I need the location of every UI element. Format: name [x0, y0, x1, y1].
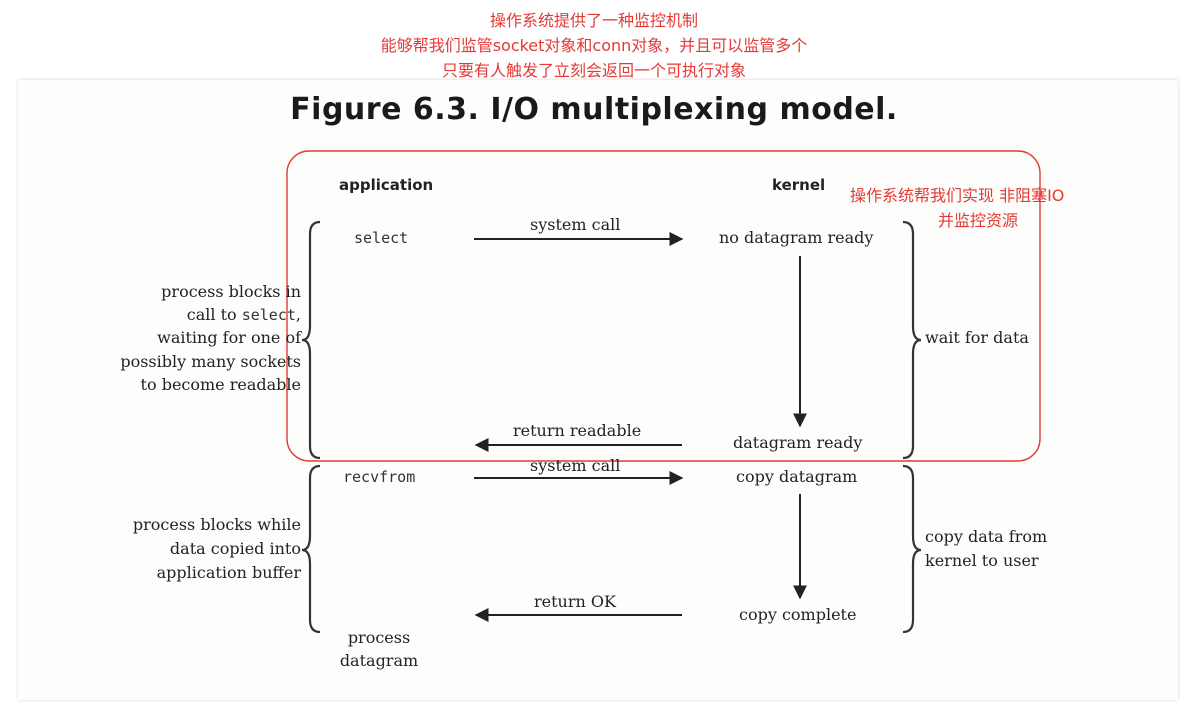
right-note-wait: wait for data [925, 328, 1029, 347]
left-note-1-line5: to become readable [140, 375, 301, 394]
left-note-1-line3: waiting for one of [157, 328, 301, 347]
right-brace-wait [902, 220, 922, 460]
left-brace-wait [301, 220, 321, 460]
call-select: select [354, 229, 409, 247]
left-note-1-line2: call to select, [100, 305, 301, 324]
left-brace-copy [301, 464, 321, 634]
right-brace-copy [902, 464, 922, 634]
right-note-copy-line1: copy data from [925, 527, 1048, 546]
left-note-2-line1: process blocks while [132, 515, 301, 534]
left-note-1-line2-code: select [241, 306, 296, 324]
label-system-call-2: system call [530, 456, 621, 475]
label-return-ok: return OK [534, 592, 616, 611]
left-note-2-line3: application buffer [156, 563, 301, 582]
figure-title: Figure 6.3. I/O multiplexing model. [290, 92, 898, 127]
annotation-side-line-2: 并监控资源 [938, 211, 1019, 230]
left-note-1-line2-suffix: , [295, 305, 301, 324]
left-note-1-line1: process blocks in [161, 282, 301, 301]
annotation-line-2: 能够帮我们监管socket对象和conn对象，并且可以监管多个 [380, 36, 808, 55]
figure-panel [18, 80, 1178, 700]
right-note-copy-line2: kernel to user [925, 551, 1039, 570]
annotation-line-3: 只要有人触发了立刻会返回一个可执行对象 [441, 61, 746, 80]
label-system-call-1: system call [530, 215, 621, 234]
state-copy-datagram: copy datagram [736, 467, 858, 486]
process-datagram-line1: process [347, 628, 411, 647]
highlight-box [286, 150, 1041, 462]
state-copy-complete: copy complete [739, 605, 857, 624]
state-no-datagram-ready: no datagram ready [719, 228, 874, 247]
call-recvfrom: recvfrom [343, 468, 416, 486]
left-note-1-line4: possibly many sockets [120, 352, 301, 371]
annotation-line-1: 操作系统提供了一种监控机制 [489, 11, 698, 30]
column-application: application [339, 176, 434, 194]
label-return-readable: return readable [513, 421, 642, 440]
annotation-side-line-1: 操作系统帮我们实现 非阻塞IO [850, 186, 1065, 205]
left-note-2-line2: data copied into [169, 539, 301, 558]
state-datagram-ready: datagram ready [733, 433, 863, 452]
process-datagram-line2: datagram [339, 651, 419, 670]
column-kernel: kernel [772, 176, 826, 194]
left-note-1-line2-prefix: call to [186, 305, 242, 324]
